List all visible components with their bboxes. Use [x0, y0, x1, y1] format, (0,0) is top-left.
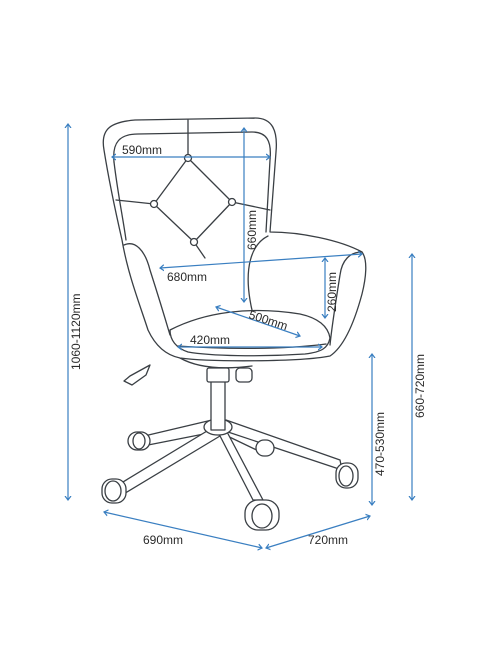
caster-wheel-front — [244, 499, 280, 531]
tufting-seams — [115, 119, 271, 259]
seat-mechanism — [179, 357, 253, 369]
chair-illustration — [101, 117, 367, 531]
tuft-button-left — [149, 199, 159, 209]
gas-lift-collar — [206, 367, 230, 383]
tuft-button-right — [227, 197, 237, 207]
label-arm-height: 260mm — [325, 272, 339, 312]
tuft-button-top — [183, 153, 193, 163]
dimension-lines — [68, 124, 412, 548]
caster-wheel-back-left — [127, 431, 151, 451]
dim-line-base-depth — [266, 516, 370, 548]
label-total-height: 1060-1120mm — [69, 294, 83, 371]
dim-line-arm-width — [160, 254, 362, 268]
chair-shell — [102, 117, 367, 362]
caster-wheel-left — [101, 478, 127, 504]
label-seat-height: 470-530mm — [373, 412, 387, 476]
tilt-knob — [235, 367, 253, 383]
dim-line-base-width — [104, 512, 262, 548]
label-arm-width: 680mm — [167, 270, 207, 284]
gas-lift — [123, 357, 253, 431]
tuft-button-bottom — [189, 237, 199, 247]
gas-lift-column — [210, 377, 226, 431]
label-back-height: 660mm — [245, 210, 259, 250]
height-lever — [123, 364, 151, 386]
backrest-inner — [113, 131, 272, 233]
caster-wheel-back-right — [255, 439, 275, 457]
armrest-left — [123, 243, 171, 336]
label-seat-width: 420mm — [190, 333, 230, 347]
label-base-depth: 720mm — [308, 533, 348, 547]
chair-base — [101, 418, 359, 531]
dim-line-seat-depth — [216, 307, 300, 336]
label-base-width: 690mm — [143, 533, 183, 547]
label-back-width: 590mm — [122, 143, 162, 157]
caster-wheel-right — [335, 462, 359, 489]
label-arm-floor-height: 660-720mm — [413, 354, 427, 418]
